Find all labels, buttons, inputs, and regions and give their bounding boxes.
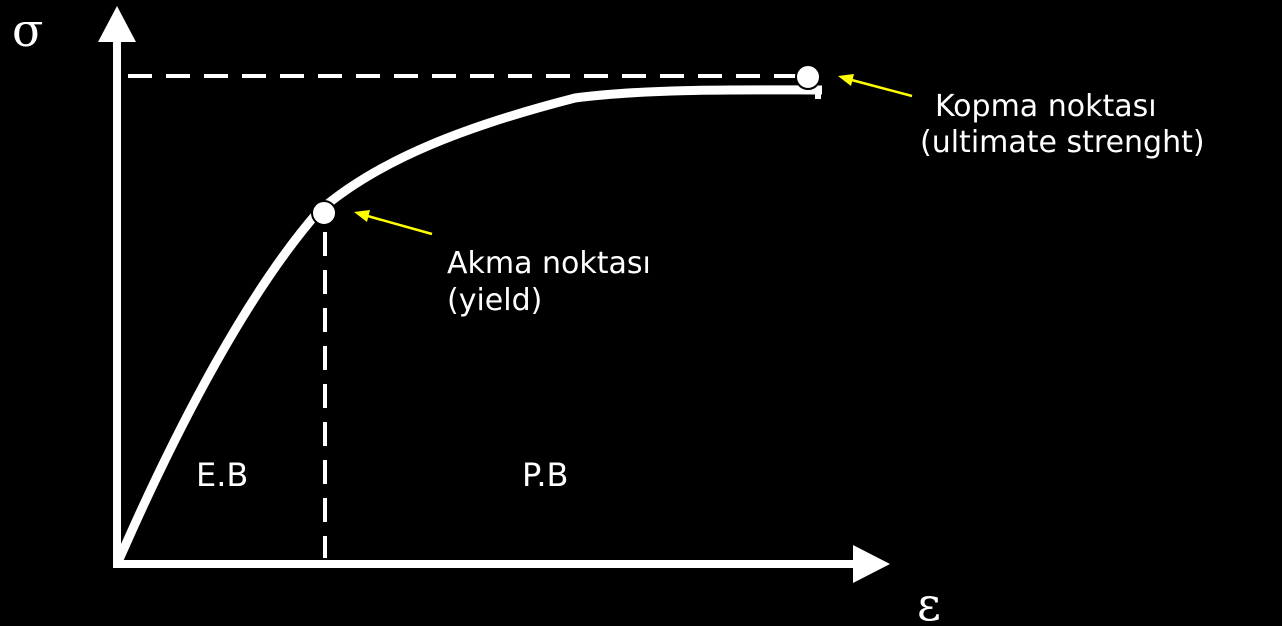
yield-pointer-arrow-shaft [363,213,433,236]
yield-pointer-arrowhead [354,210,370,222]
ultimate-point-marker [795,64,821,90]
ultimate-point-label: Kopma noktası [935,89,1157,124]
y-axis-arrowhead [98,6,136,42]
stress-strain-curve [113,85,823,564]
plastic-region-label: P.B [522,456,568,494]
x-axis-arrowhead [853,545,890,583]
yield-point-sublabel: (yield) [447,283,542,318]
y-axis-symbol: σ [12,3,43,57]
ultimate-pointer-arrowhead [838,74,854,86]
yield-point-label: Akma noktası [447,246,651,281]
ultimate-point-sublabel: (ultimate strenght) [920,125,1205,160]
ultimate-pointer-arrow-shaft [847,77,913,98]
elastic-region-label: E.B [196,456,248,494]
yield-point-marker [311,200,337,226]
x-axis-symbol: ε [917,577,941,626]
